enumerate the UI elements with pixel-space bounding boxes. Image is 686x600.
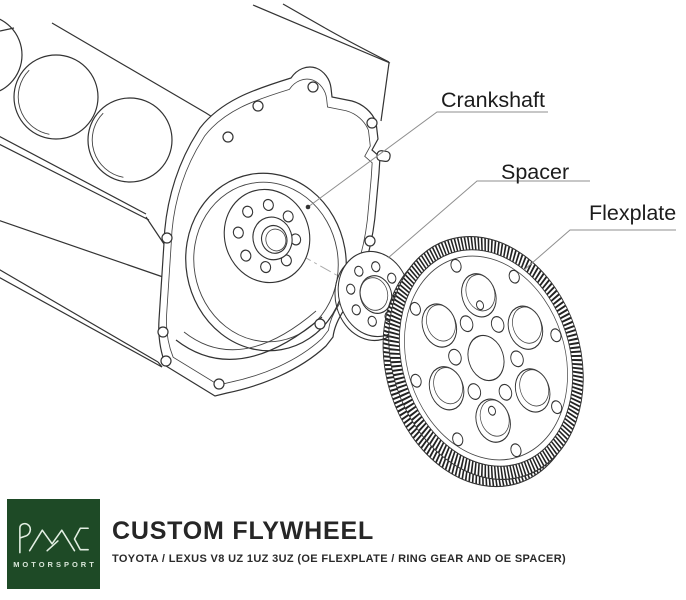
brand-logo: MOTORSPORT (7, 499, 100, 589)
brand-wordmark: MOTORSPORT (13, 559, 97, 569)
label-flexplate: Flexplate (589, 201, 677, 225)
pmc-monogram-icon (18, 522, 89, 553)
flange-bolt-holes (157, 81, 378, 390)
product-title: CUSTOM FLYWHEEL (112, 517, 375, 545)
leader-dot (305, 204, 311, 210)
label-crankshaft: Crankshaft (441, 88, 545, 112)
engine-block-icon (0, 3, 391, 368)
label-spacer: Spacer (501, 160, 570, 184)
technical-drawing (0, 3, 676, 488)
flexplate-ring-gear-icon (382, 235, 584, 488)
crankshaft-flange-icon (223, 188, 311, 284)
footer: MOTORSPORT CUSTOM FLYWHEEL TOYOTA / LEXU… (0, 490, 686, 600)
product-subtitle: TOYOTA / LEXUS V8 UZ 1UZ 3UZ (OE FLEXPLA… (112, 553, 567, 565)
leader-lines (305, 111, 676, 271)
